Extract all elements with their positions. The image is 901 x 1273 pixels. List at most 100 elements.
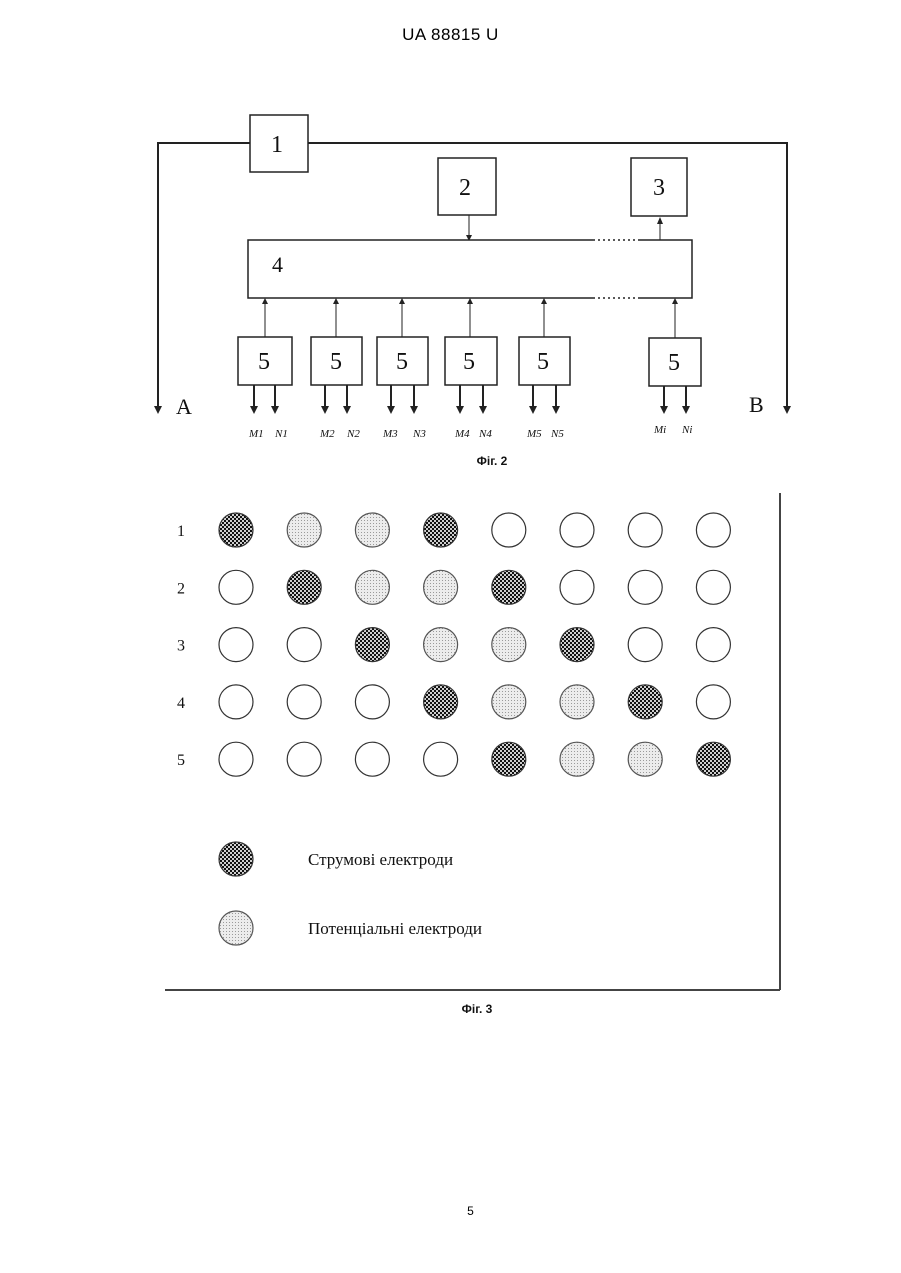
current-electrode [696,742,730,776]
module-1-n-arrow-icon [271,406,279,414]
wire-to-a [158,143,250,408]
block-1-label: 1 [271,132,283,158]
row-label: 4 [177,695,185,712]
row-label: 1 [177,523,185,540]
module-4: 5 M4 N4 [445,298,497,440]
module-2-label: 5 [330,349,342,375]
current-electrode [219,513,253,547]
module-2: 5 M2 N2 [311,298,362,440]
module-3-m-label: M3 [382,428,398,440]
inactive-electrode [696,685,730,719]
legend-potential-label: Потенціальні електроди [308,919,482,938]
potential-electrode [424,628,458,662]
inactive-electrode [219,570,253,604]
module-1-m-label: M1 [248,428,264,440]
module-3-n-label: N3 [412,428,426,440]
legend-current-electrode-icon [219,842,253,876]
module-4-up-arrow-icon [467,298,473,304]
module-2-up-arrow-icon [333,298,339,304]
module-i-m-label: Mi [653,424,666,436]
module-5-m-label: M5 [526,428,542,440]
inactive-electrode [287,628,321,662]
module-4-label: 5 [463,349,475,375]
arrow-4-to-3-icon [657,217,663,224]
module-5: 5 M5 N5 [519,298,570,440]
potential-electrode [424,570,458,604]
inactive-electrode [355,685,389,719]
figure-2-diagram: 1 2 3 4 5 M1 N1 5 [154,115,791,468]
module-3-m-arrow-icon [387,406,395,414]
block-3-label: 3 [653,175,665,201]
current-electrode [355,628,389,662]
current-electrode [424,685,458,719]
module-2-m-label: M2 [319,428,335,440]
legend: Струмові електроди Потенціальні електрод… [219,842,482,945]
module-3: 5 M3 N3 [377,298,428,440]
module-i-up-arrow-icon [672,298,678,304]
module-3-up-arrow-icon [399,298,405,304]
inactive-electrode [560,513,594,547]
potential-electrode [355,570,389,604]
electrode-grid [219,513,730,776]
inactive-electrode [355,742,389,776]
inactive-electrode [219,628,253,662]
module-4-n-arrow-icon [479,406,487,414]
module-5-m-arrow-icon [529,406,537,414]
module-2-n-arrow-icon [343,406,351,414]
potential-electrode [560,685,594,719]
module-1-n-label: N1 [274,428,288,440]
module-i-n-arrow-icon [682,406,690,414]
block-4-label: 4 [272,252,283,277]
module-i-m-arrow-icon [660,406,668,414]
module-3-n-arrow-icon [410,406,418,414]
inactive-electrode [424,742,458,776]
figure-3-caption: Фіг. 3 [462,1002,493,1016]
potential-electrode [492,685,526,719]
block-2-label: 2 [459,175,471,201]
potential-electrode [560,742,594,776]
potential-electrode [287,513,321,547]
inactive-electrode [219,742,253,776]
module-2-m-arrow-icon [321,406,329,414]
page-number: 5 [0,1204,901,1218]
inactive-electrode [696,628,730,662]
arrow-b-icon [783,406,791,414]
label-b: B [749,392,764,417]
module-i-n-label: Ni [681,424,692,436]
block-4 [248,240,692,298]
inactive-electrode [628,513,662,547]
current-electrode [492,742,526,776]
module-i: 5 Mi Ni [649,298,701,436]
inactive-electrode [696,513,730,547]
row-label: 5 [177,752,185,769]
current-electrode [492,570,526,604]
current-electrode [560,628,594,662]
module-1-up-arrow-icon [262,298,268,304]
module-4-m-arrow-icon [456,406,464,414]
current-electrode [287,570,321,604]
figure-3-diagram: 12345 Струмові електроди Потенціальні ел… [165,493,780,1016]
module-2-n-label: N2 [346,428,360,440]
module-3-label: 5 [396,349,408,375]
inactive-electrode [219,685,253,719]
module-5-n-label: N5 [550,428,564,440]
label-a: A [176,394,192,419]
legend-potential-electrode-icon [219,911,253,945]
inactive-electrode [287,742,321,776]
module-1-label: 5 [258,349,270,375]
potential-electrode [355,513,389,547]
row-labels: 12345 [177,523,185,769]
legend-current-label: Струмові електроди [308,850,453,869]
figure-2-caption: Фіг. 2 [477,454,508,468]
module-i-label: 5 [668,350,680,376]
module-5-up-arrow-icon [541,298,547,304]
inactive-electrode [560,570,594,604]
arrow-a-icon [154,406,162,414]
module-5-n-arrow-icon [552,406,560,414]
inactive-electrode [628,570,662,604]
module-5-label: 5 [537,349,549,375]
current-electrode [424,513,458,547]
module-1: 5 M1 N1 [238,298,292,440]
inactive-electrode [492,513,526,547]
